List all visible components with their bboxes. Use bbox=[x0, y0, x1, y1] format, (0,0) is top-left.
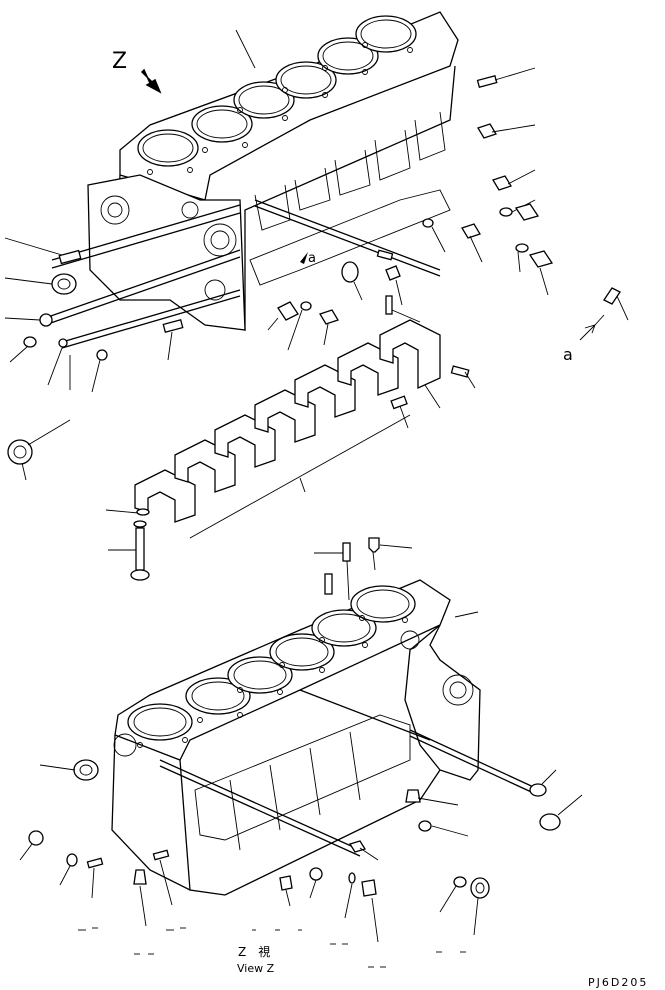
upper-left-parts bbox=[4, 204, 241, 481]
section-label-a: a bbox=[308, 251, 316, 266]
section-pointer-a: a bbox=[300, 251, 316, 266]
cylinder-bores-top bbox=[137, 15, 417, 167]
view-z-caption-jp: Z 視 bbox=[238, 944, 270, 959]
view-letter-z: Z bbox=[112, 49, 127, 74]
lower-parts bbox=[19, 537, 583, 943]
main-bearing-caps bbox=[105, 295, 476, 581]
upper-cylinder-block bbox=[87, 11, 459, 331]
cylinder-bores-bottom bbox=[127, 585, 416, 741]
upper-mid-parts bbox=[267, 249, 403, 351]
callout-dashes bbox=[78, 927, 466, 968]
lower-cylinder-block bbox=[111, 579, 541, 896]
view-direction-arrow-icon bbox=[140, 68, 162, 94]
view-z-indicator: Z bbox=[112, 49, 162, 94]
drawing-code: PJ6D205 bbox=[588, 976, 648, 989]
lower-deck-bolt-holes bbox=[137, 615, 408, 748]
detail-label-a: a bbox=[563, 345, 573, 364]
upper-right-parts: a bbox=[235, 29, 629, 364]
view-z-caption-en: View Z bbox=[237, 962, 275, 975]
deck-bolt-holes bbox=[147, 42, 413, 175]
